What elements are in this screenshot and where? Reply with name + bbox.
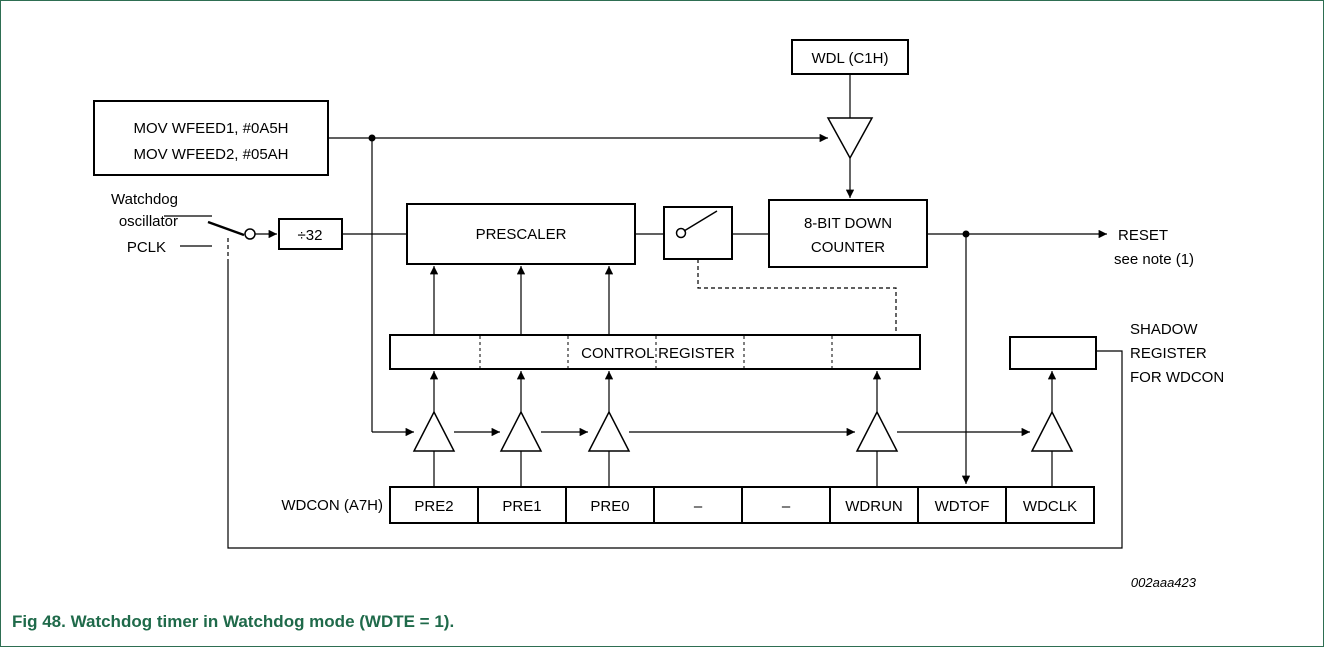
shadow-register-box [1009,336,1097,370]
wdcon-bit-cell [829,486,919,524]
wdrun-load-buffer [855,410,899,452]
shadow-register-line3: FOR WDCON [1130,369,1224,386]
run-switch-pivot [675,227,687,239]
down-counter-line2: COUNTER [811,239,885,256]
control-register-label: CONTROL REGISTER [581,345,735,362]
pre2-load-buffer [412,410,456,452]
wdcon-bit-label: PRE0 [590,498,629,515]
watchdog-oscillator-label-1: Watchdog [111,191,178,208]
reset-note: see note (1) [1114,251,1194,268]
feed-instruction-line1: MOV WFEED1, #0A5H [133,120,288,137]
wdcon-label: WDCON (A7H) [281,497,383,514]
clock-select-switch [207,220,245,237]
wdcon-bit-label: WDTOF [935,498,990,515]
pclk-label: PCLK [127,239,166,256]
wdcon-bit-cell [917,486,1007,524]
wdcon-bit-label: PRE2 [414,498,453,515]
pre0-load-buffer [587,410,631,452]
prescaler-box [406,203,636,265]
prescaler-label: PRESCALER [476,226,567,243]
wdl-load-buffer [826,117,874,160]
shadow-feedback-line [227,262,1123,549]
wdcon-bit-label: – [782,498,791,515]
feed-instruction-line2: MOV WFEED2, #05AH [133,146,288,163]
feed-instruction-box [93,100,329,176]
shadow-register-line2: REGISTER [1130,345,1207,362]
wdcon-bit-cell [741,486,831,524]
control-register-box [389,334,921,370]
wdl-register-label: WDL (C1H) [812,50,889,67]
switch-pivot [244,228,256,240]
wdcon-bit-cell [389,486,479,524]
wdrun-control-dashed [697,259,897,335]
wdcon-register: PRE2 PRE1 PRE0 – – WDRUN WDTOF WDCLK [389,486,1095,524]
pre1-load-buffer [499,410,543,452]
wdcon-bit-label: PRE1 [502,498,541,515]
wdcon-bit-label: – [694,498,703,515]
run-switch-box [663,206,733,260]
divide-by-32-box [278,218,343,250]
run-switch-blade [683,210,718,232]
shadow-register-line1: SHADOW [1130,321,1198,338]
wdcon-bit-cell [565,486,655,524]
watchdog-oscillator-label-2: oscillator [119,213,178,230]
wdcon-bit-label: WDCLK [1023,498,1077,515]
figure-caption: Fig 48. Watchdog timer in Watchdog mode … [12,612,455,631]
divide-by-32-label: ÷32 [298,227,323,244]
wdcon-bit-label: WDRUN [845,498,903,515]
reset-label: RESET [1118,227,1168,244]
wdcon-bit-cell [653,486,743,524]
figure-reference: 002aaa423 [1131,575,1197,590]
wdclk-load-buffer [1030,410,1074,452]
wdcon-bit-cell [477,486,567,524]
down-counter-line1: 8-BIT DOWN [804,215,892,232]
wdcon-bit-cell [1005,486,1095,524]
down-counter-box [768,199,928,268]
